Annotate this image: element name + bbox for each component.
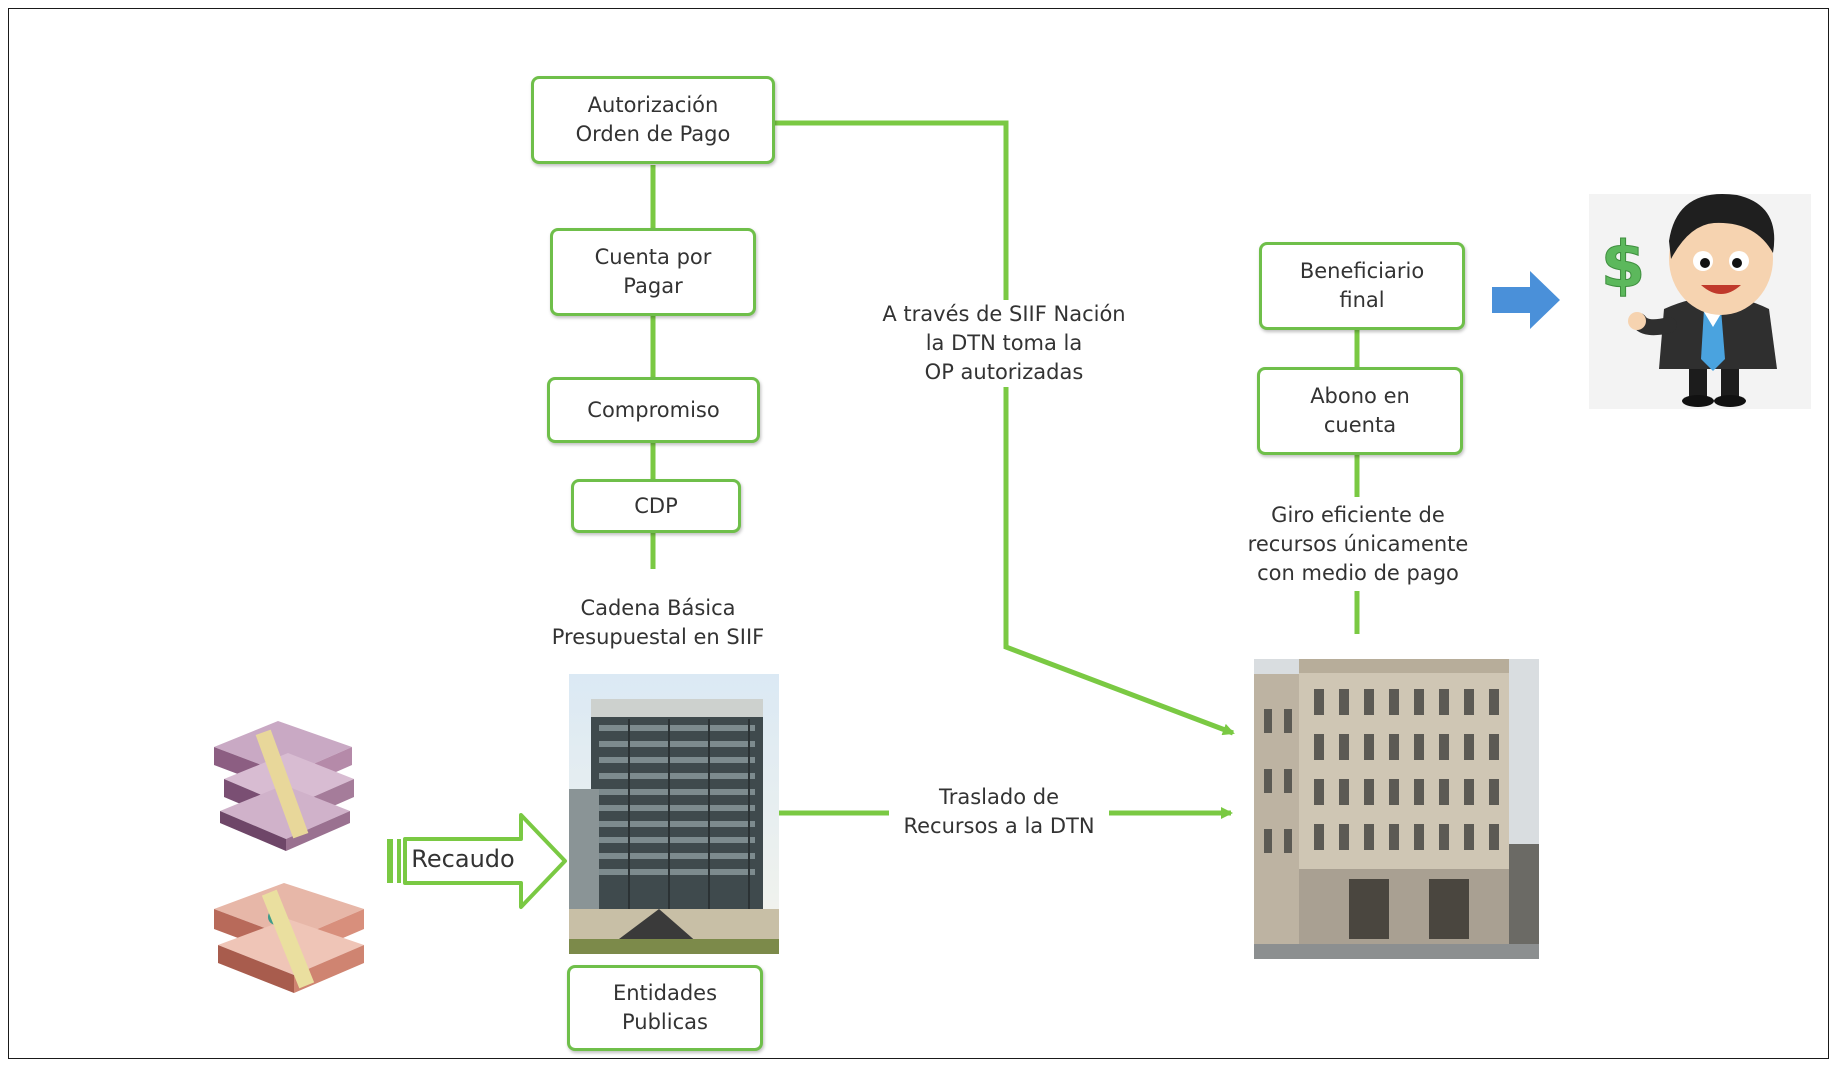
businessman-with-dollar-icon [1589, 193, 1811, 409]
siif-nacion-note: A través de SIIF Nación la DTN toma la O… [869, 300, 1139, 387]
compromiso-box: Compromiso [547, 377, 760, 443]
traslado-label: Traslado de Recursos a la DTN [889, 783, 1109, 841]
money-bundles-icon [214, 721, 364, 993]
beneficiary-arrow [1492, 271, 1560, 329]
beneficiario-final-box: Beneficiario final [1259, 242, 1465, 330]
giro-eficiente-label: Giro eficiente de recursos únicamente co… [1231, 501, 1485, 588]
abono-en-cuenta-box: Abono en cuenta [1257, 367, 1463, 455]
cuenta-por-pagar-box: Cuenta por Pagar [550, 228, 756, 316]
autorizacion-orden-pago-box: Autorización Orden de Pago [531, 76, 775, 164]
classic-government-building-icon [1254, 659, 1539, 959]
chain-connectors [650, 165, 1360, 634]
diagram-canvas: $ [214, 120, 1811, 993]
diagram-frame: $ Autorización Orden de Pago Cuenta por … [8, 8, 1829, 1059]
entidades-publicas-box: Entidades Publicas [567, 965, 763, 1051]
modern-office-building-icon [569, 674, 779, 954]
recaudo-label: Recaudo [411, 845, 515, 873]
cdp-box: CDP [571, 479, 741, 533]
cadena-basica-label: Cadena Básica Presupuestal en SIIF [533, 594, 783, 652]
recaudo-arrow [387, 813, 567, 909]
siif-route-arrow [773, 120, 1235, 736]
dollar-sign-icon: $ [1601, 229, 1646, 303]
